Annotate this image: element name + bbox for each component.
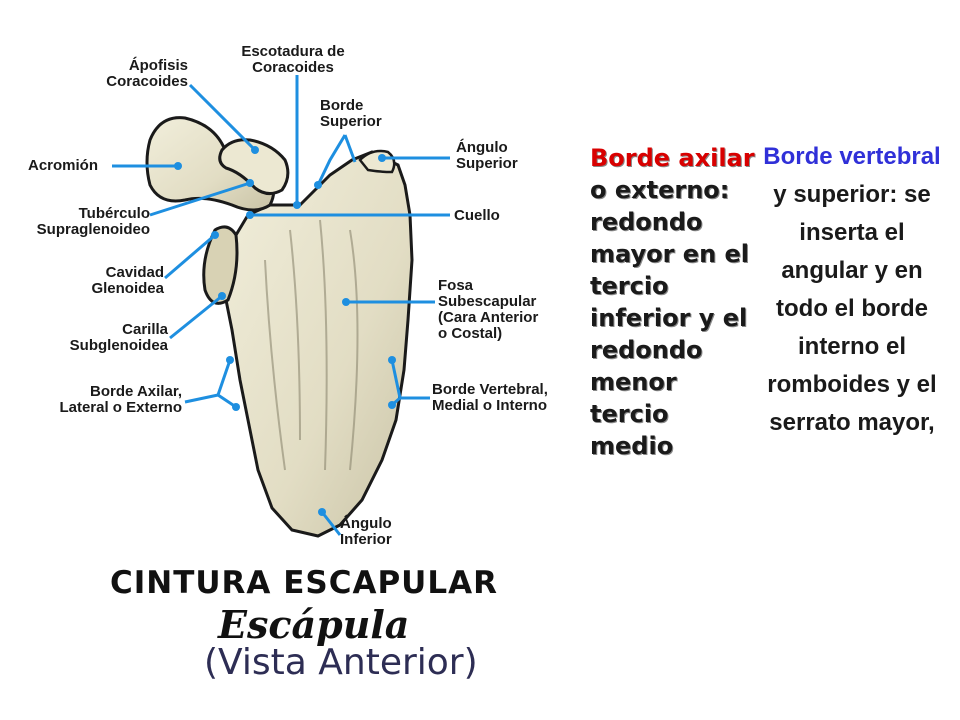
label-acromion: Acromión <box>28 157 99 174</box>
label-apofisis-coracoides: Ápofisis Coracoides <box>106 57 188 90</box>
pointer-dots <box>174 146 396 516</box>
coracoid-process <box>218 138 290 195</box>
superior-angle <box>358 149 396 174</box>
label-escotadura: Escotadura de Coracoides <box>241 43 345 76</box>
glenoid-cavity <box>202 225 239 305</box>
label-borde-superior: Borde Superior <box>320 97 382 130</box>
caption-main: CINTURA ESCAPULAR <box>110 565 498 601</box>
label-carilla: Carilla Subglenoidea <box>69 321 168 354</box>
vertebral-highlight: vertebral <box>839 143 941 170</box>
label-borde-axilar: Borde Axilar, Lateral o Externo <box>59 383 182 416</box>
label-tuberculo: Tubérculo Supraglenoideo <box>36 205 150 238</box>
vertebral-description: Borde vertebral y superior: se inserta e… <box>762 138 942 442</box>
shading <box>264 219 359 471</box>
label-borde-vertebral: Borde Vertebral, Medial o Interno <box>432 381 548 414</box>
pointer-lines <box>112 75 450 536</box>
axilar-highlight: Borde axilar <box>590 144 755 172</box>
label-angulo-superior: Ángulo Superior <box>456 139 518 172</box>
vertebral-rest: y superior: se inserta el angular y en t… <box>767 181 937 436</box>
axilar-description: Borde axilar o externo: redondo mayor en… <box>590 142 760 462</box>
label-cavidad: Cavidad Glenoidea <box>91 264 164 297</box>
label-angulo-inferior: Ángulo Inferior <box>340 515 392 548</box>
label-fosa: Fosa Subescapular (Cara Anterior o Costa… <box>438 277 539 342</box>
caption-sub: Escápula <box>218 602 410 647</box>
caption-view: (Vista Anterior) <box>204 642 478 683</box>
vertebral-pre: Borde <box>763 143 833 170</box>
label-cuello: Cuello <box>454 207 500 224</box>
axilar-rest: o externo: redondo mayor en el tercio in… <box>590 176 750 460</box>
